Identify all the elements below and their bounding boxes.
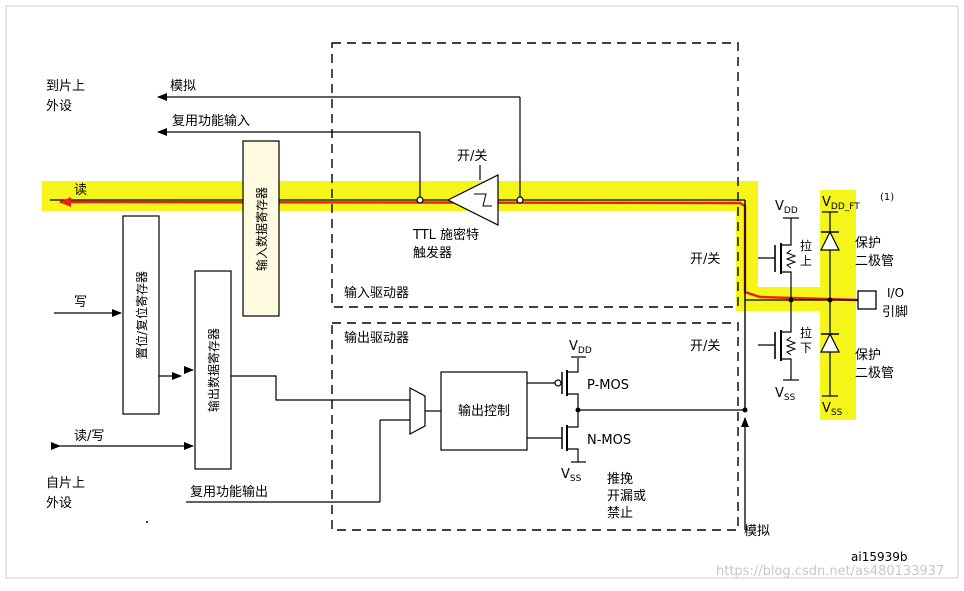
output-data-register-label: 输出数据寄存器 <box>206 328 221 412</box>
output-driver-box <box>331 322 739 531</box>
vss-mos-label: VSS <box>561 467 582 484</box>
output-control-block <box>440 371 528 451</box>
pmos-source <box>567 358 579 373</box>
io-pin-label-2: 引脚 <box>882 304 908 320</box>
nmos-label: N-MOS <box>587 433 631 448</box>
highlight-read-band <box>42 181 754 211</box>
output-control-label: 输出控制 <box>458 403 510 419</box>
input-driver-label: 输入驱动器 <box>344 285 409 301</box>
nmos-drain <box>567 410 579 428</box>
output-driver-label: 输出驱动器 <box>344 330 409 346</box>
bottom-diode-label-1: 保护 <box>855 348 881 363</box>
vdd-ft-label: VDD_FT <box>822 195 860 212</box>
ttl-schmitt-label-1: TTL 施密特 <box>412 227 479 243</box>
pulldown-label-2: 下 <box>800 341 812 355</box>
stray-dot <box>146 521 148 523</box>
pulldown-resistor <box>785 336 797 356</box>
pullup-label-1: 拉 <box>800 238 812 253</box>
highlight-path <box>42 181 856 420</box>
read-label: 读 <box>74 183 87 198</box>
analog-top-label: 模拟 <box>170 79 196 94</box>
bottom-protection-diode <box>820 332 840 353</box>
odr-to-mux-wire <box>231 375 410 401</box>
watermark: https://blog.csdn.net/as480133937 <box>716 564 944 579</box>
pullup-bottom-wire <box>781 271 792 298</box>
pulldown-top-wire <box>781 302 792 333</box>
vss-diode-label: VSS <box>822 401 843 418</box>
io-pin-pad <box>857 290 877 310</box>
alt-func-input-label: 复用功能输入 <box>172 113 250 129</box>
pmos-label: P-MOS <box>587 378 629 393</box>
schmitt-trigger <box>446 174 499 226</box>
pulldown-bottom-wire <box>781 358 792 380</box>
node-analog-top <box>516 196 524 204</box>
outer-frame <box>5 5 959 579</box>
output-data-register <box>194 270 232 470</box>
bottom-diode-label-2: 二极管 <box>855 366 894 381</box>
bit-set-reset-register <box>122 215 160 415</box>
schmitt-on-off-label: 开/关 <box>457 149 487 164</box>
io-pin-label-1: I/O <box>887 286 904 300</box>
top-diode-label-2: 二极管 <box>855 254 894 269</box>
pullup-label-2: 上 <box>800 254 812 268</box>
pulldown-on-off-label: 开/关 <box>690 339 720 354</box>
pullup-top-wire <box>781 218 792 246</box>
nmos-source <box>567 448 579 462</box>
analog-bottom-label: 模拟 <box>744 524 770 539</box>
bit-set-reset-register-label: 置位/复位寄存器 <box>134 271 149 359</box>
from-peripheral-label-2: 外设 <box>46 496 72 511</box>
pmos-gate-bubble <box>554 379 562 387</box>
to-peripheral-label-2: 外设 <box>46 99 72 114</box>
vss-pulldown-label: VSS <box>775 386 796 403</box>
diode-node <box>827 297 833 303</box>
output-mux <box>409 387 426 435</box>
input-data-register-label: 输入数据寄存器 <box>254 187 269 271</box>
footnote-ref: (1) <box>880 192 894 203</box>
vdd-mos-label: VDD <box>569 339 592 356</box>
pulldown-label-1: 拉 <box>800 325 812 340</box>
node-alt-input <box>416 196 424 204</box>
pullup-on-off-label: 开/关 <box>690 252 720 267</box>
highlight-vertical-band <box>736 181 758 311</box>
write-label: 写 <box>74 295 87 310</box>
top-protection-diode <box>820 230 840 251</box>
pullup-resistor <box>785 249 797 269</box>
ttl-schmitt-label-2: 触发器 <box>413 245 452 261</box>
schmitt-symbol <box>474 193 492 207</box>
mos-output-node <box>575 407 581 413</box>
input-data-register <box>242 140 280 317</box>
push-pull-label-1: 推挽 <box>607 472 633 487</box>
figure-id: ai15939b <box>851 550 907 564</box>
highlight-diode-band <box>820 190 856 420</box>
pmos-drain <box>567 393 579 410</box>
to-peripheral-label-1: 到片上 <box>46 79 85 94</box>
alt-func-output-label: 复用功能输出 <box>190 484 268 500</box>
input-driver-box <box>331 42 739 308</box>
from-peripheral-label-1: 自片上 <box>46 476 85 491</box>
read-write-label: 读/写 <box>74 429 104 444</box>
push-pull-label-2: 开漏或 <box>607 488 646 504</box>
push-pull-label-3: 禁止 <box>607 506 633 521</box>
vdd-pullup-label: VDD <box>775 199 798 216</box>
top-diode-label-1: 保护 <box>855 236 881 251</box>
bus-output-node <box>742 407 748 413</box>
